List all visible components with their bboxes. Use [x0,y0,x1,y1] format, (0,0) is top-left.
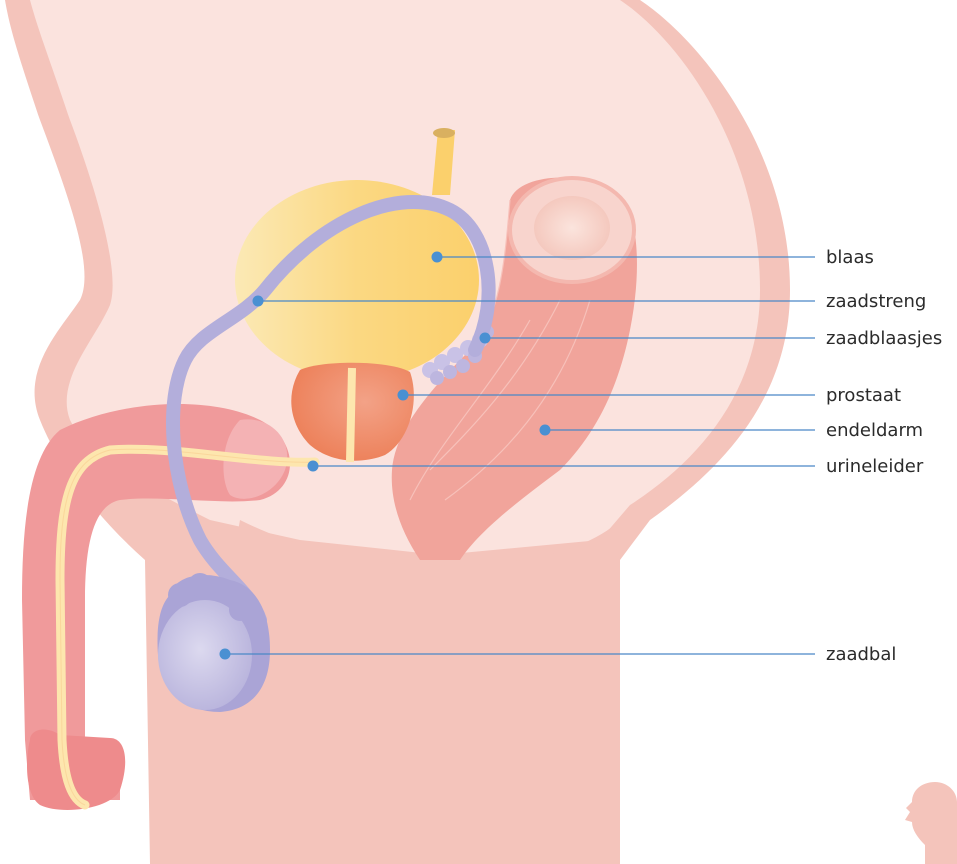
testis [158,573,271,712]
label-zaadbal: zaadbal [826,644,896,665]
label-zaadstreng: zaadstreng [826,291,926,312]
dot-zaadstreng [253,296,264,307]
dot-endeldarm [540,425,551,436]
label-zaadblaasjes: zaadblaasjes [826,328,942,349]
label-endeldarm: endeldarm [826,420,923,441]
label-prostaat: prostaat [826,385,901,406]
dot-prostaat [398,390,409,401]
dot-zaadbal [220,649,231,660]
label-urineleider: urineleider [826,456,924,477]
rectum-lumen [534,196,610,260]
head-silhouette-icon [905,782,957,864]
dot-urineleider [308,461,319,472]
dot-blaas [432,252,443,263]
labels: blaas zaadstreng zaadblaasjes prostaat e… [826,247,942,665]
label-blaas: blaas [826,247,874,268]
dot-zaadblaasjes [480,333,491,344]
